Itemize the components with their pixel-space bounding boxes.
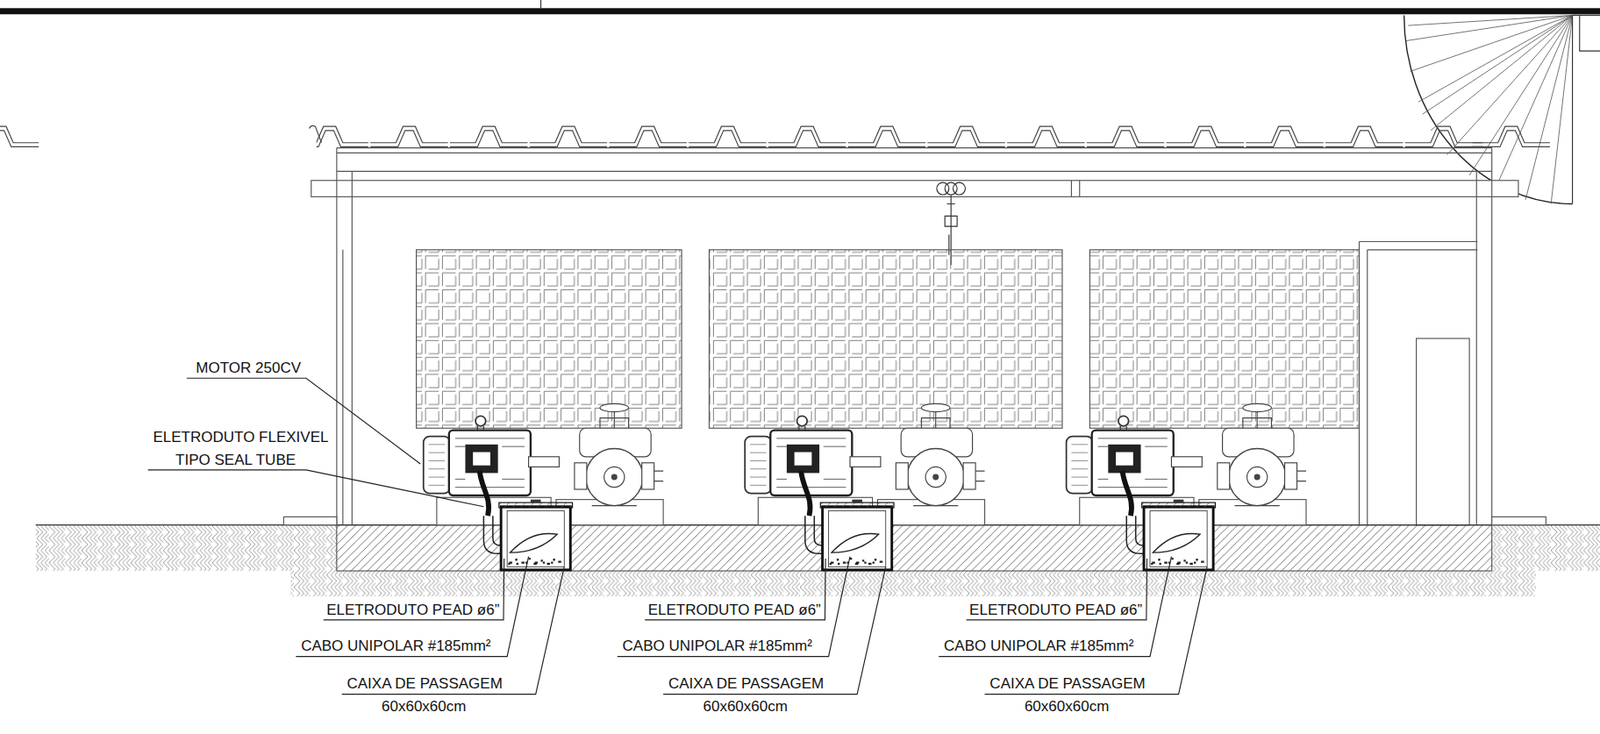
callout-label: CABO UNIPOLAR #185mm² (622, 638, 813, 654)
callout-label: CABO UNIPOLAR #185mm² (943, 638, 1134, 654)
leader-line (186, 378, 421, 465)
callout-label: 60x60x60cm (381, 699, 466, 715)
callout-label: ELETRODUTO FLEXIVEL (152, 429, 329, 445)
callout-label: 60x60x60cm (702, 699, 787, 715)
leader-line (617, 557, 850, 658)
callout-label: CABO UNIPOLAR #185mm² (300, 638, 491, 654)
leader-line (295, 557, 529, 658)
leader-line (985, 566, 1208, 694)
leader-line (966, 558, 1148, 621)
callout-label: ELETRODUTO PEAD ø6” (326, 602, 500, 618)
leader-line (938, 557, 1172, 658)
leader-line (148, 470, 485, 508)
callout-label: CAIXA DE PASSAGEM (347, 676, 503, 692)
callout-label: ELETRODUTO PEAD ø6” (648, 602, 822, 618)
leader-line (663, 566, 886, 694)
leader-line (342, 566, 565, 694)
callout-label: MOTOR 250CV (195, 360, 301, 376)
callout-label: CAIXA DE PASSAGEM (668, 676, 824, 692)
callout-label: ELETRODUTO PEAD ø6” (969, 602, 1143, 618)
leader-line (644, 558, 826, 621)
callout-label: TIPO SEAL TUBE (175, 452, 296, 468)
callout-label: CAIXA DE PASSAGEM (989, 676, 1145, 692)
leader-line (323, 558, 505, 621)
callout-label: 60x60x60cm (1024, 699, 1109, 715)
